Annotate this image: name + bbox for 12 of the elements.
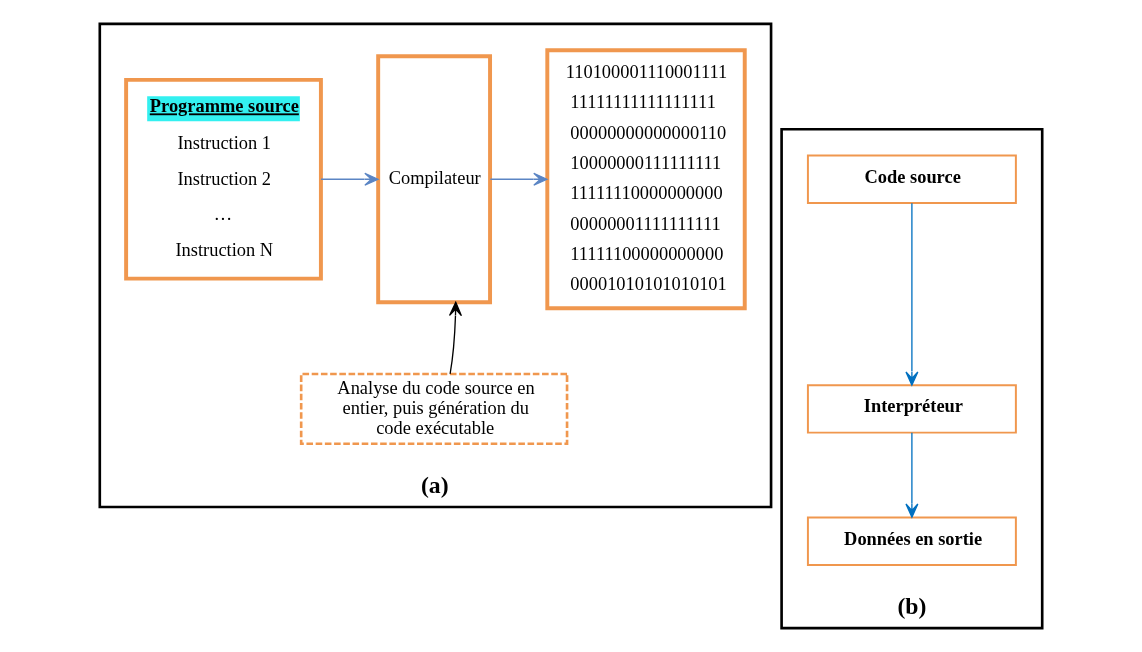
arrow <box>489 172 548 186</box>
node-box: 110100001110001111 11111111111111111 00000000000000110 10000000111111111 11111110000000000 00000001111111111 11111100000000000 00001010101010101 <box>545 48 747 311</box>
arrow <box>448 301 463 375</box>
node-box: Programme source Instruction 1 Instruction 2 … Instruction N <box>124 77 323 281</box>
node-box: Analyse du code source en entier, puis génération du code exécutable <box>299 372 569 446</box>
node-box: Interpréteur <box>806 384 1017 434</box>
node-box: Données en sortie <box>806 516 1017 566</box>
arrow <box>905 432 919 518</box>
node-box: Code source <box>806 154 1017 204</box>
arrow <box>905 202 919 386</box>
node-box: Compilateur <box>376 54 493 305</box>
arrow <box>320 172 379 186</box>
